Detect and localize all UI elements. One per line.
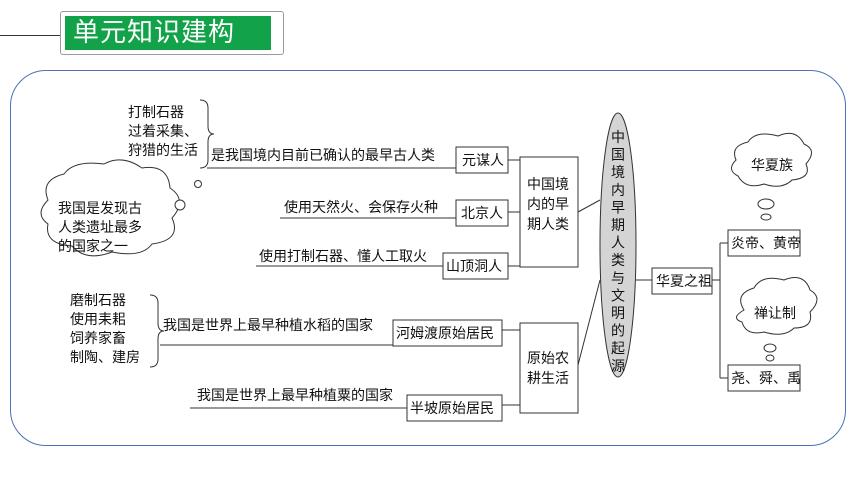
shanrang-label: 禅让制 (754, 306, 796, 322)
yuanmou-note-2: 狩猎的生活 (128, 143, 198, 159)
cloud-shanrang (736, 277, 818, 335)
box-ancestors (651, 267, 713, 295)
yuanmou-name: 元谋人 (462, 153, 504, 169)
yan-huang-label: 炎帝、黄帝 (731, 235, 801, 252)
box-yan-huang (727, 229, 801, 257)
ancestors-label: 华夏之祖 (656, 274, 712, 290)
cloud-note-0: 我国是发现古 (58, 201, 142, 217)
early-humans-label-0: 中国境 (527, 177, 569, 193)
beijing-desc: 使用天然火、会保存火种 (284, 199, 438, 216)
section-title: 单元知识建构 (65, 16, 271, 50)
cloud-note-2: 的国家之一 (58, 238, 128, 255)
beijing-name: 北京人 (461, 206, 503, 222)
box-farming (519, 322, 579, 414)
center-ellipse (599, 112, 637, 378)
yuanmou-note-0: 打制石器 (128, 104, 184, 121)
box-yuanmou (455, 146, 509, 174)
center-title: 中国境内早期人类与文明的起源 (611, 130, 625, 375)
yuanmou-desc: 是我国境内目前已确认的最早古人类 (211, 147, 435, 164)
banpo-name: 半坡原始居民 (410, 401, 494, 417)
section-title-tab: 单元知识建构 (60, 11, 284, 55)
huaxia-label: 华夏族 (751, 158, 793, 174)
farming-note-2: 饲养家畜 (70, 330, 126, 347)
early-humans-label-2: 期人类 (527, 217, 569, 233)
box-hemudu (392, 319, 503, 347)
cloud-huaxia (731, 132, 812, 187)
hemudu-desc: 我国是世界上最早种植水稻的国家 (163, 317, 373, 334)
box-banpo (406, 394, 503, 422)
shanding-desc: 使用打制石器、懂人工取火 (259, 248, 427, 265)
hemudu-name: 河姆渡原始居民 (396, 326, 494, 342)
cloud-note-1: 人类遗址最多 (58, 219, 142, 236)
farming-note-0: 磨制石器 (70, 293, 126, 309)
early-humans-label-1: 内的早 (527, 197, 569, 213)
shanding-name: 山顶洞人 (446, 259, 502, 275)
box-early-humans (519, 156, 579, 268)
title-connector-line (0, 35, 61, 36)
yuanmou-note-1: 过着采集、 (128, 123, 198, 140)
diagram-frame (10, 70, 846, 446)
cloud-left (40, 159, 180, 257)
farming-label-0: 原始农 (527, 351, 569, 367)
farming-note-1: 使用耒耜 (70, 311, 126, 328)
box-shanding (442, 252, 509, 280)
yao-shun-yu-label: 尧、舜、禹 (731, 371, 801, 387)
box-beijing (455, 199, 509, 227)
farming-note-3: 制陶、建房 (70, 350, 140, 366)
box-yao-shun-yu (727, 364, 801, 392)
banpo-desc: 我国是世界上最早种植粟的国家 (197, 387, 393, 404)
farming-label-1: 耕生活 (527, 370, 569, 387)
